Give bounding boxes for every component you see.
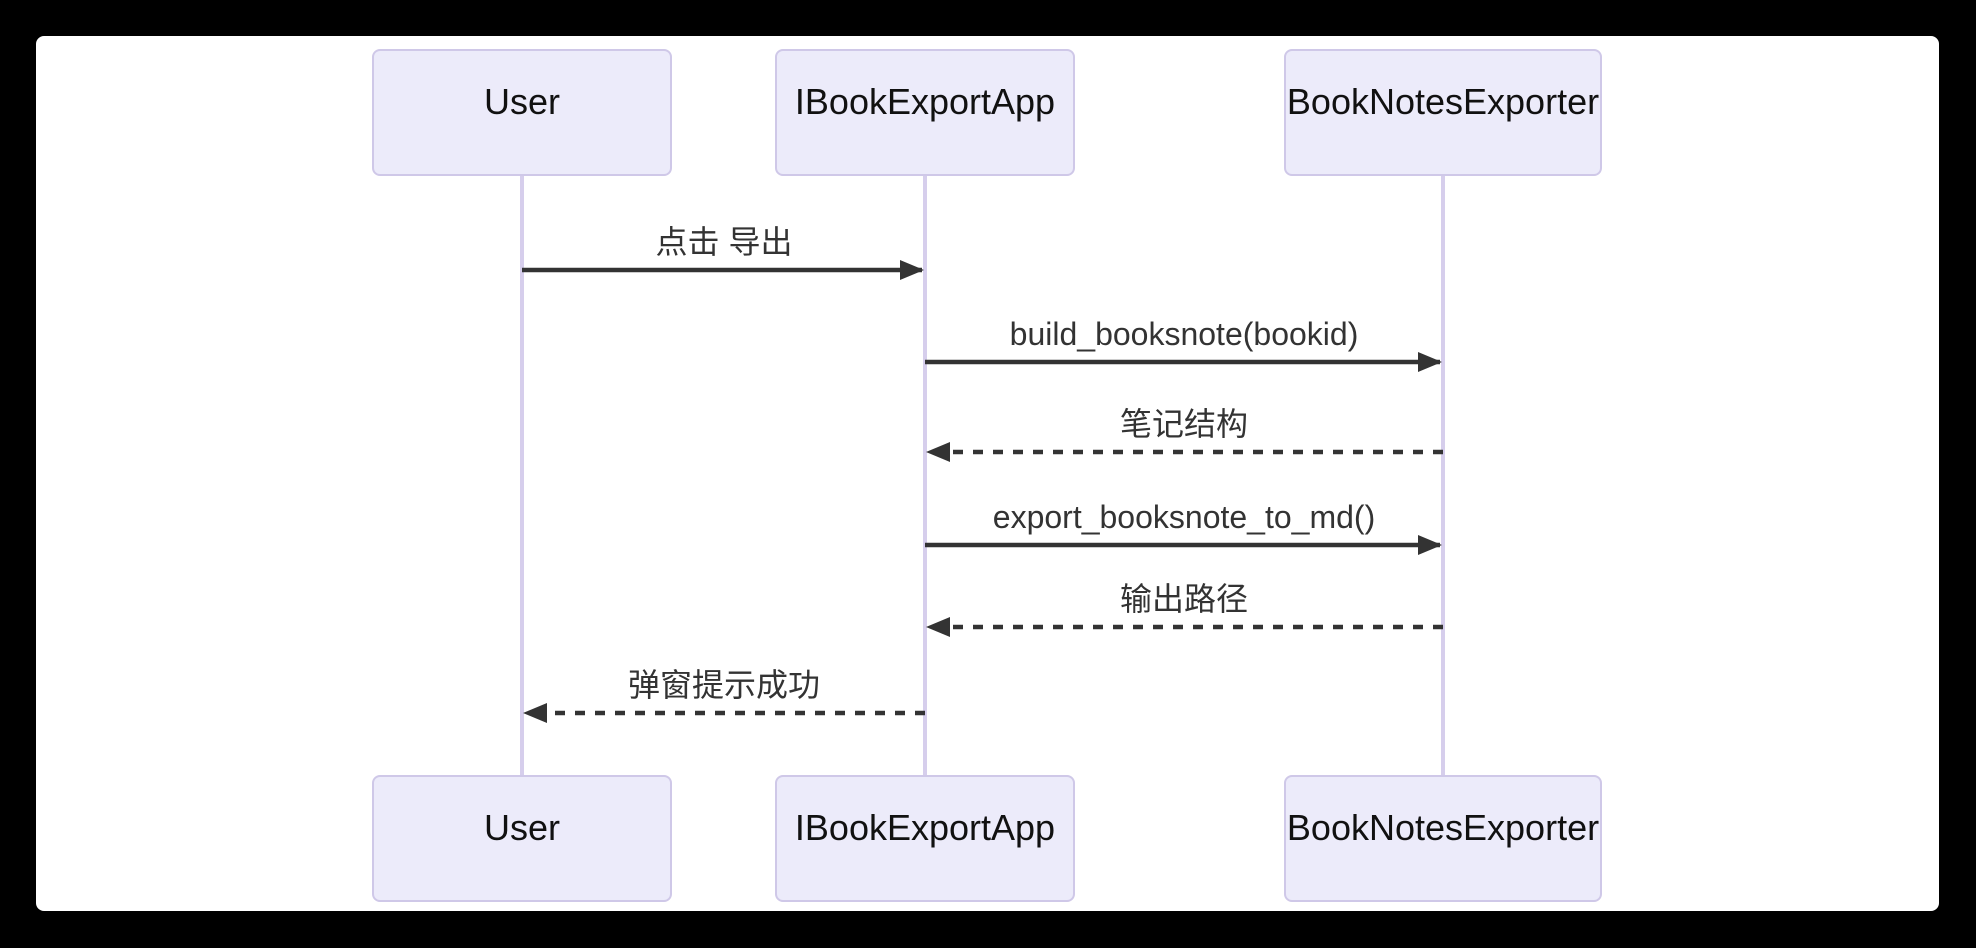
actor-top-user: User (372, 49, 672, 176)
actor-bottom-user: User (372, 775, 672, 902)
actor-label: IBookExportApp (794, 80, 1056, 122)
actor-label: User (483, 80, 560, 122)
message-label-click-export: 点击 导出 (655, 224, 793, 260)
actor-label: User (483, 806, 560, 848)
message-label-note-structure: 笔记结构 (1119, 406, 1249, 442)
diagram-panel: User IBookExportApp BookNotesExporter Us… (36, 36, 1939, 911)
message-label-build-booksnote: build_booksnote(bookid) (1009, 316, 1359, 352)
sequence-diagram-graphic (520, 176, 1445, 775)
actor-top-booknotesexporter: BookNotesExporter (1284, 49, 1602, 176)
actor-top-ibookexportapp: IBookExportApp (775, 49, 1075, 176)
actor-bottom-ibookexportapp: IBookExportApp (775, 775, 1075, 902)
message-label-popup-success: 弹窗提示成功 (627, 667, 821, 703)
message-label-export-booksnote: export_booksnote_to_md() (992, 499, 1376, 535)
message-label-output-path: 输出路径 (1119, 581, 1249, 617)
actor-label: IBookExportApp (794, 806, 1056, 848)
actor-bottom-booknotesexporter: BookNotesExporter (1284, 775, 1602, 902)
actor-label: BookNotesExporter (1286, 80, 1600, 122)
actor-label: BookNotesExporter (1286, 806, 1600, 848)
